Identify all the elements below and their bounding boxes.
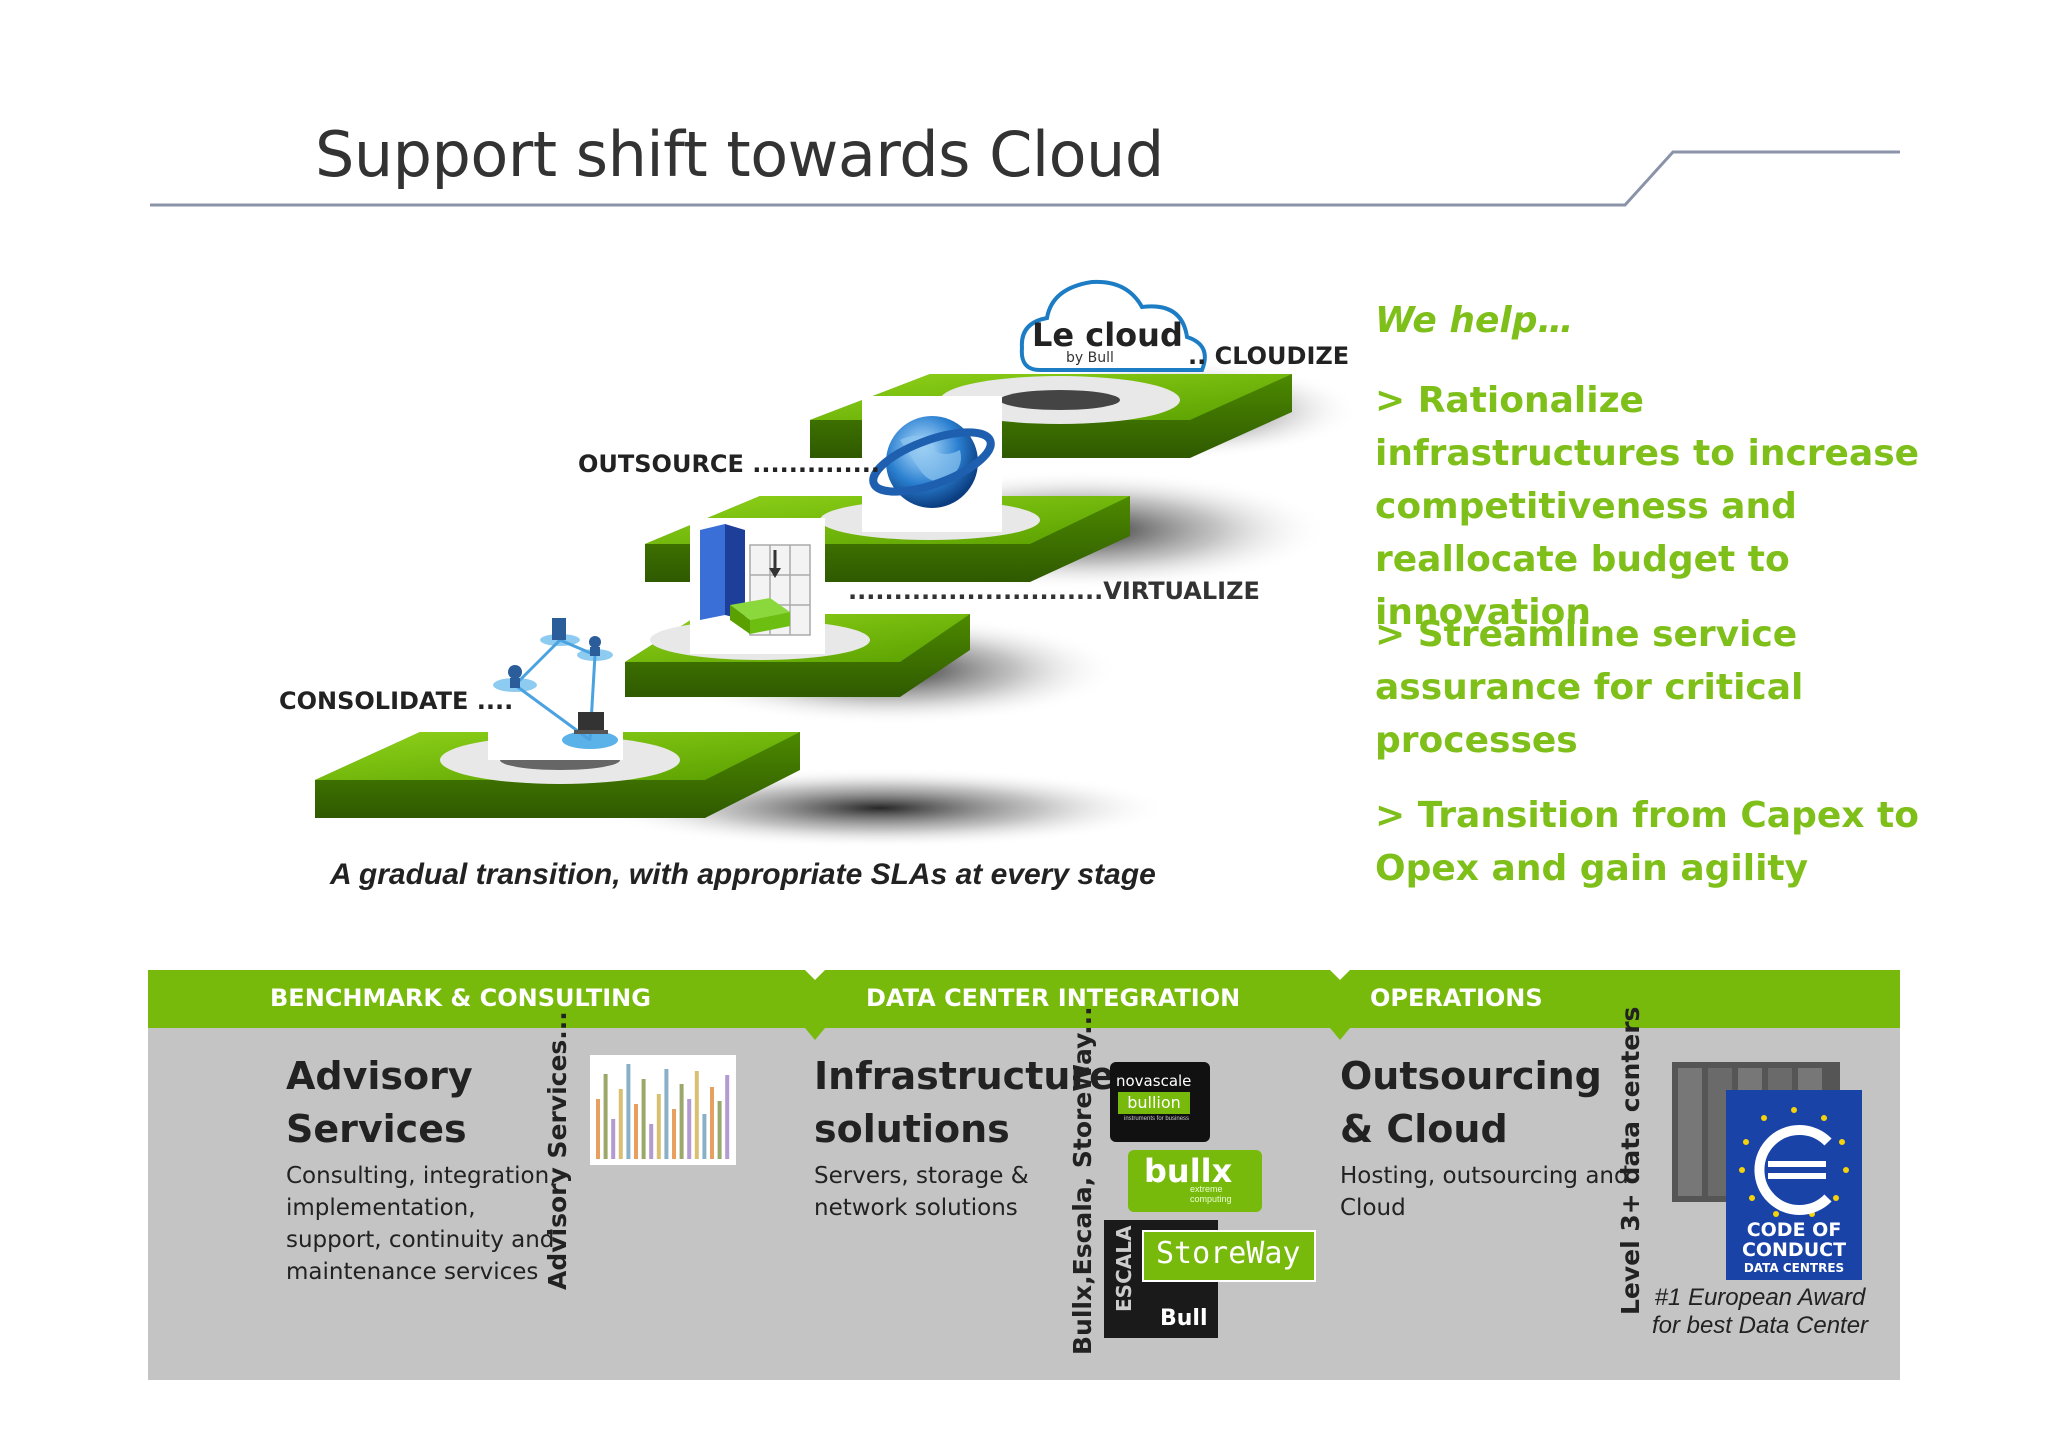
- award-text: #1 European Award for best Data Center: [1640, 1284, 1880, 1340]
- bullion-text: bullion: [1118, 1092, 1190, 1114]
- infrastructure-title: Infrastructure solutions: [814, 1050, 1115, 1156]
- help-point-2: > Streamline service assurance for criti…: [1375, 614, 1804, 761]
- page-title: Support shift towards Cloud: [315, 118, 1164, 191]
- outsourcing-title-line2: & Cloud: [1340, 1107, 1508, 1151]
- award-line2: for best Data Center: [1651, 1312, 1869, 1339]
- thumbnail-bar: [656, 1094, 661, 1159]
- title-rule: [150, 150, 1900, 207]
- diagram-caption: A gradual transition, with appropriate S…: [330, 858, 1156, 891]
- band-label-operations: OPERATIONS: [1370, 984, 1543, 1012]
- label-consolidate: CONSOLIDATE ....: [279, 687, 514, 715]
- staircase-diagram: Le cloud by Bull: [315, 279, 1360, 848]
- outsourcing-title: Outsourcing & Cloud: [1340, 1050, 1602, 1156]
- thumbnail-bar: [649, 1124, 654, 1159]
- network-icon: [488, 600, 623, 760]
- band-header: [148, 970, 1900, 1028]
- bullion-sub-text: instruments for business: [1124, 1116, 1190, 1122]
- cloud-logo-text: Le cloud: [1032, 316, 1183, 354]
- thumbnail-bar: [641, 1079, 646, 1159]
- help-point-3: > Transition from Capex to Opex and gain…: [1375, 795, 1919, 889]
- help-heading: We help…: [1375, 300, 1574, 341]
- code-line1: CODE OF: [1747, 1219, 1842, 1241]
- infrastructure-title-line1: Infrastructure: [814, 1054, 1115, 1098]
- thumbnail-bar: [603, 1074, 608, 1159]
- advisory-desc-line: maintenance services: [286, 1259, 539, 1285]
- operations-vertical-label: Level 3+ data centers: [1616, 1006, 1645, 1315]
- band-body: [148, 1028, 1900, 1380]
- thumbnail-bar: [672, 1109, 676, 1159]
- le-cloud-logo: [1019, 279, 1207, 372]
- thumbnail-bar: [679, 1084, 684, 1159]
- bullx-logo: bullx extreme computing: [1128, 1150, 1262, 1212]
- thumbnail-bar: [596, 1099, 600, 1159]
- thumbnail-bar: [664, 1069, 669, 1159]
- thumbnail-bar: [725, 1075, 730, 1159]
- bullx-text: bullx: [1144, 1152, 1233, 1190]
- outsourcing-title-line1: Outsourcing: [1340, 1054, 1602, 1098]
- thumbnail-bar: [717, 1101, 722, 1159]
- infrastructure-desc: Servers, storage & network solutions: [814, 1160, 1029, 1224]
- storeway-text: StoreWay: [1156, 1236, 1301, 1271]
- storeway-logo: StoreWay: [1142, 1230, 1316, 1282]
- band-label-benchmark: BENCHMARK & CONSULTING: [270, 984, 651, 1012]
- advisory-desc-line: implementation,: [286, 1195, 476, 1221]
- thumbnail-bar: [618, 1089, 623, 1159]
- cloud-logo-sub: by Bull: [1066, 350, 1114, 366]
- bullx-sub-text: extreme computing: [1190, 1184, 1232, 1204]
- thumbnail-bar: [687, 1099, 692, 1159]
- code-line2: CONDUCT: [1742, 1239, 1846, 1261]
- thumbnail-bar: [710, 1087, 714, 1159]
- advisory-desc-line: support, continuity and: [286, 1227, 555, 1253]
- code-line3: DATA CENTRES: [1744, 1261, 1844, 1275]
- label-cloudize: .. CLOUDIZE: [1188, 342, 1350, 370]
- thumbnail-bar: [626, 1064, 631, 1159]
- escala-text: ESCALA: [1112, 1225, 1136, 1312]
- advisory-vertical-label: Advisory Services...: [543, 1011, 572, 1290]
- label-outsource: OUTSOURCE ..............: [578, 450, 880, 478]
- advisory-desc-line: Consulting, integration,: [286, 1163, 557, 1189]
- globe-icon: [862, 396, 1002, 532]
- thumbnail-bar: [702, 1114, 707, 1159]
- infrastructure-desc-line: Servers, storage &: [814, 1163, 1029, 1189]
- infrastructure-desc-line: network solutions: [814, 1195, 1018, 1221]
- band-notches: [805, 970, 1350, 1040]
- bull-text: Bull: [1160, 1306, 1208, 1331]
- label-virtualize: ............................VIRTUALIZE: [848, 577, 1260, 605]
- novascale-logo: novascale bullion instruments for busine…: [1110, 1062, 1210, 1142]
- advisory-desc: Consulting, integration, implementation,…: [286, 1160, 557, 1288]
- advisory-title-line1: Advisory: [286, 1054, 473, 1098]
- advisory-title: Advisory Services: [286, 1050, 473, 1156]
- server-icon: [690, 518, 825, 654]
- band-label-integration: DATA CENTER INTEGRATION: [866, 984, 1241, 1012]
- thumbnail-bar: [634, 1104, 638, 1159]
- outsourcing-desc-line: Hosting, outsourcing and: [1340, 1163, 1629, 1189]
- thumbnail-bar: [611, 1119, 616, 1159]
- bar-chart-thumbnail: [590, 1055, 736, 1165]
- infrastructure-vertical-label: Bullx,Escala, StoreWay...: [1068, 1006, 1097, 1355]
- award-line1: #1 European Award: [1654, 1284, 1866, 1311]
- outsourcing-desc: Hosting, outsourcing and Cloud: [1340, 1160, 1629, 1224]
- outsourcing-desc-line: Cloud: [1340, 1195, 1406, 1221]
- help-point-1: > Rationalize infrastructures to increas…: [1375, 380, 1920, 633]
- infrastructure-title-line2: solutions: [814, 1107, 1010, 1151]
- code-of-conduct-badge: CODE OF CONDUCT DATA CENTRES: [1726, 1090, 1862, 1280]
- novascale-text: novascale: [1116, 1072, 1192, 1090]
- thumbnail-bar: [694, 1071, 699, 1159]
- advisory-title-line2: Services: [286, 1107, 467, 1151]
